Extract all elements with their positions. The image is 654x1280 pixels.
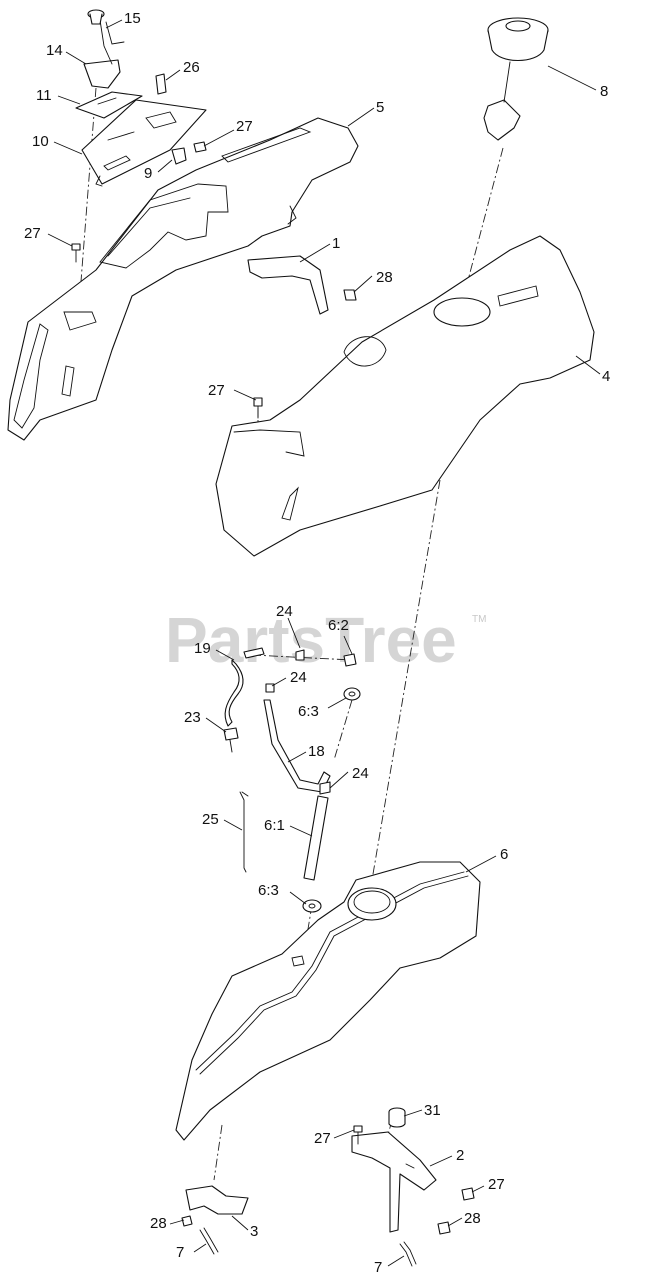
bracket-part-2 bbox=[351, 1131, 437, 1233]
fuel-hose-part-19 bbox=[224, 647, 265, 727]
callout-6: 6 bbox=[500, 846, 508, 863]
lower-screws bbox=[353, 1125, 475, 1235]
callout-6-3: 6:3 bbox=[258, 882, 279, 899]
valve-part-23 bbox=[223, 727, 239, 753]
callout-7: 7 bbox=[176, 1244, 184, 1261]
callout-24: 24 bbox=[290, 669, 307, 686]
callout-leaders bbox=[47, 19, 601, 1267]
filter-tube-part-6-1 bbox=[303, 795, 329, 881]
fuel-cap-part-8 bbox=[483, 17, 549, 141]
callout-24: 24 bbox=[352, 765, 369, 782]
callout-8: 8 bbox=[600, 83, 608, 100]
callout-14: 14 bbox=[46, 42, 63, 59]
callout-7: 7 bbox=[374, 1259, 382, 1276]
callout-27: 27 bbox=[236, 118, 253, 135]
callout-6-2: 6:2 bbox=[328, 617, 349, 634]
callout-2: 2 bbox=[456, 1147, 464, 1164]
callout-5: 5 bbox=[376, 99, 384, 116]
callout-3: 3 bbox=[250, 1223, 258, 1240]
callout-6-1: 6:1 bbox=[264, 817, 285, 834]
callout-26: 26 bbox=[183, 59, 200, 76]
knob-part-26 bbox=[155, 73, 167, 95]
callout-28: 28 bbox=[464, 1210, 481, 1227]
callout-24: 24 bbox=[276, 603, 293, 620]
watermark-trademark: TM bbox=[472, 614, 486, 625]
fuel-tank-part-6 bbox=[175, 861, 481, 1141]
bracket-part-3 bbox=[181, 1185, 249, 1227]
fittings bbox=[265, 649, 361, 913]
screw-part-27 bbox=[71, 141, 263, 419]
clip-part-7 bbox=[199, 1227, 417, 1267]
choke-assembly-part-14-15 bbox=[83, 9, 125, 89]
bumper-part-31 bbox=[388, 1107, 406, 1128]
callout-labels: 15 14 26 11 10 27 9 5 8 27 1 28 27 4 24 … bbox=[24, 10, 610, 1276]
callout-27: 27 bbox=[208, 382, 225, 399]
watermark: PartsTree bbox=[165, 604, 457, 676]
callout-28: 28 bbox=[376, 269, 393, 286]
decal-part-11 bbox=[75, 91, 143, 119]
cable-tie-part-25 bbox=[239, 791, 249, 873]
callout-31: 31 bbox=[424, 1102, 441, 1119]
bracket-part-1 bbox=[247, 255, 329, 315]
callout-18: 18 bbox=[308, 743, 325, 760]
console-cover-part-5 bbox=[7, 117, 359, 441]
callout-25: 25 bbox=[202, 811, 219, 828]
callout-10: 10 bbox=[32, 133, 49, 150]
callout-27: 27 bbox=[488, 1176, 505, 1193]
callout-9: 9 bbox=[144, 165, 152, 182]
callout-11: 11 bbox=[36, 87, 52, 104]
callout-6-3: 6:3 bbox=[298, 703, 319, 720]
callout-19: 19 bbox=[194, 640, 211, 657]
callout-27: 27 bbox=[24, 225, 41, 242]
callout-28: 28 bbox=[150, 1215, 167, 1232]
callout-23: 23 bbox=[184, 709, 201, 726]
callout-1: 1 bbox=[332, 235, 340, 252]
switch-part-9 bbox=[171, 147, 187, 165]
fender-part-4 bbox=[215, 235, 595, 557]
callout-4: 4 bbox=[602, 368, 610, 385]
callout-15: 15 bbox=[124, 10, 141, 27]
callout-27: 27 bbox=[314, 1130, 331, 1147]
screw-part-28-upper bbox=[343, 289, 357, 301]
control-plate-part-10 bbox=[81, 99, 207, 187]
